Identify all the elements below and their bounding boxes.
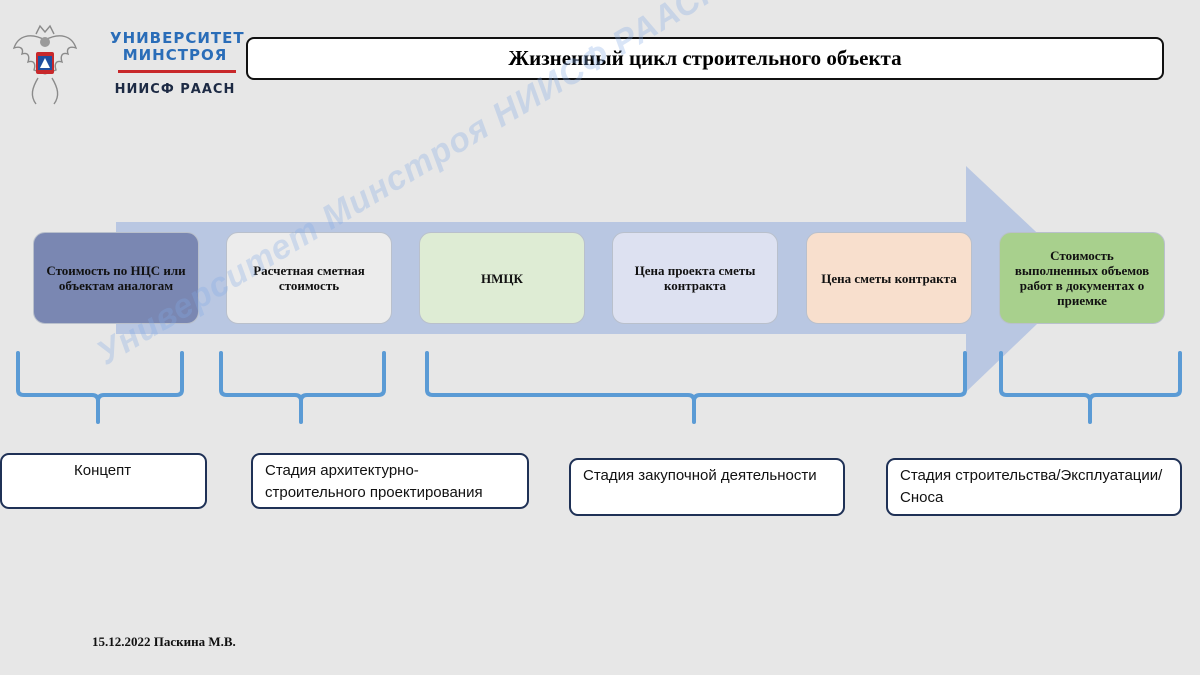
logo-divider <box>118 70 236 73</box>
russian-coat-of-arms-icon <box>12 24 78 105</box>
stage-contract-draft-price: Цена проекта сметы контракта <box>612 232 778 324</box>
stage-completed-works-cost: Стоимость выполненных объемов работ в до… <box>999 232 1165 324</box>
brace-concept <box>16 351 184 424</box>
logo: УНИВЕРСИТЕТ МИНСТРОЯ НИИСФ РААСН <box>10 22 245 112</box>
stage-nmck: НМЦК <box>419 232 585 324</box>
footer-date-author: 15.12.2022 Паскина М.В. <box>92 634 236 649</box>
phase-concept: Концепт <box>0 453 207 509</box>
stage-ncs-cost: Стоимость по НЦС или объектам аналогам <box>33 232 199 324</box>
brace-procurement <box>425 351 967 424</box>
brace-design <box>219 351 386 424</box>
lifecycle-arrow <box>116 166 1085 392</box>
stage-estimated-cost: Расчетная сметная стоимость <box>226 232 392 324</box>
institute-name: НИИСФ РААСН <box>114 82 236 97</box>
phase-procurement: Стадия закупочной деятельности <box>569 458 845 516</box>
brace-construction <box>999 351 1182 424</box>
page-title: Жизненный цикл строительного объекта <box>246 37 1164 80</box>
stage-contract-price: Цена сметы контракта <box>806 232 972 324</box>
phase-design: Стадия архитектурно-строительного проект… <box>251 453 529 509</box>
university-name: УНИВЕРСИТЕТ МИНСТРОЯ <box>110 29 245 64</box>
phase-construction: Стадия строительства/Эксплуатации/Сноса <box>886 458 1182 516</box>
